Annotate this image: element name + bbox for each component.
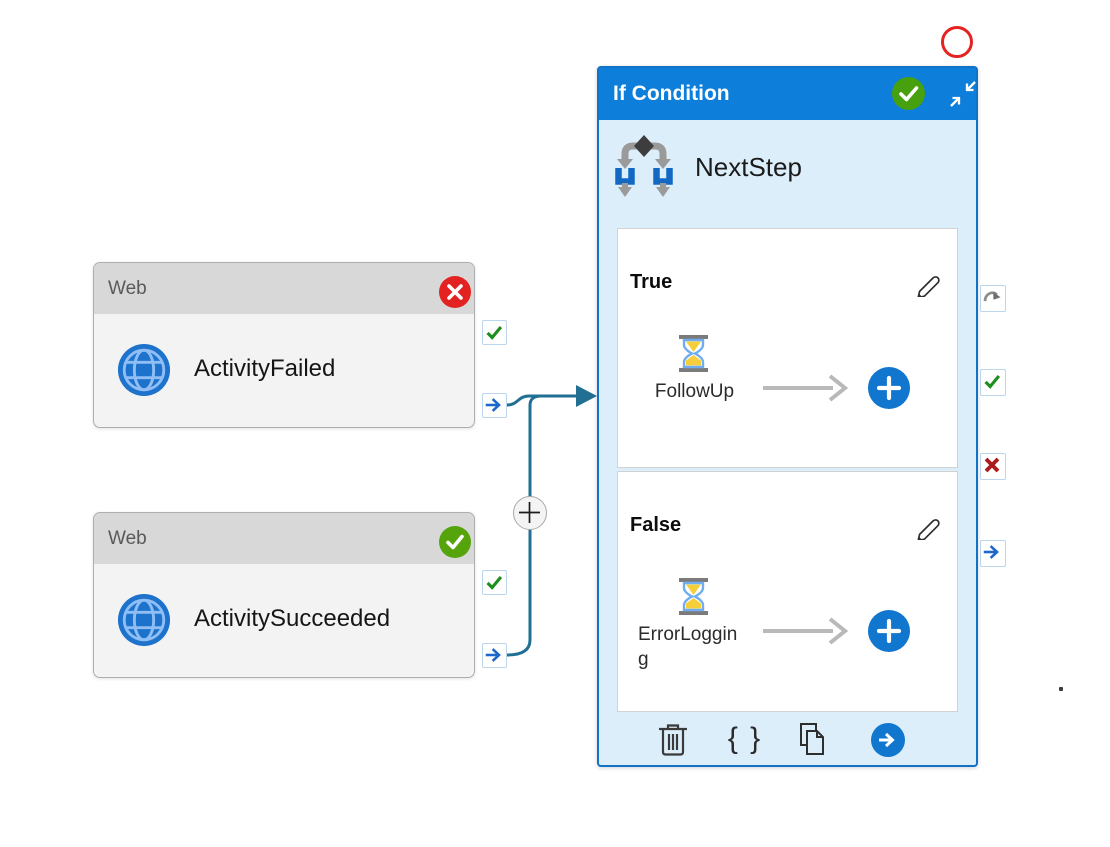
panel-title: If Condition (613, 82, 730, 105)
hourglass-icon[interactable] (677, 578, 710, 615)
output-port[interactable] (482, 393, 507, 418)
child-activity-name[interactable]: ErrorLogging (638, 624, 738, 670)
success-badge-icon (439, 526, 471, 558)
panel-header[interactable]: If Condition (599, 68, 976, 120)
connector-edge-failed[interactable] (506, 394, 577, 407)
delete-button[interactable] (656, 721, 690, 757)
collapse-icon[interactable] (949, 79, 977, 109)
flow-arrow-icon (763, 617, 849, 645)
fail-port[interactable] (980, 453, 1006, 480)
if-condition-panel[interactable]: If Condition (597, 66, 978, 767)
check-icon (486, 575, 503, 590)
web-activity-name: ActivityFailed (194, 355, 336, 382)
arrow-icon (485, 648, 501, 662)
web-activity-card[interactable]: Web ActivitySucceeded (93, 512, 475, 678)
globe-icon (117, 593, 171, 647)
check-icon (486, 325, 503, 340)
branch-card-true: True FollowUp (617, 228, 958, 468)
output-port[interactable] (482, 643, 507, 668)
branch-label: False (630, 514, 682, 536)
error-badge-icon (439, 276, 471, 308)
globe-icon (117, 343, 171, 397)
arrow-icon (485, 398, 501, 412)
success-port[interactable] (482, 320, 507, 345)
branch-label: True (630, 271, 673, 293)
web-activity-header (94, 263, 474, 314)
arrow-icon (983, 545, 999, 559)
branch-card-false: False ErrorLogging (617, 471, 958, 712)
annotation-circle (941, 26, 973, 58)
arrow-icon (879, 732, 895, 748)
check-icon (984, 374, 1001, 389)
add-activity-button[interactable] (868, 367, 910, 409)
plus-icon (876, 375, 902, 401)
web-activity-name: ActivitySucceeded (194, 605, 391, 632)
success-port[interactable] (482, 570, 507, 595)
web-activity-type: Web (108, 278, 147, 299)
activity-name: NextStep (695, 152, 802, 182)
success-badge-icon (892, 77, 925, 110)
braces-icon[interactable]: { } (727, 722, 763, 755)
skip-arrow-icon (983, 291, 1001, 302)
add-activity-button[interactable] (868, 610, 910, 652)
plus-icon (876, 618, 902, 644)
success-port[interactable] (980, 369, 1006, 396)
skip-port[interactable] (980, 285, 1006, 312)
artifact-dot (1059, 687, 1063, 691)
x-icon (984, 457, 1000, 473)
if-condition-icon (615, 135, 673, 197)
hourglass-icon[interactable] (677, 335, 710, 372)
navigate-button[interactable] (871, 723, 905, 757)
copy-button[interactable] (795, 721, 829, 757)
flow-arrow-icon (763, 374, 849, 402)
web-activity-header (94, 513, 474, 564)
pencil-icon[interactable] (914, 512, 942, 540)
add-connector-node[interactable] (513, 496, 547, 530)
web-activity-type: Web (108, 528, 147, 549)
plus-icon (519, 502, 540, 523)
pencil-icon[interactable] (914, 269, 942, 297)
child-activity-name[interactable]: FollowUp (654, 381, 735, 402)
connector-arrowhead (576, 385, 597, 407)
completion-port[interactable] (980, 540, 1006, 567)
web-activity-card[interactable]: Web ActivityFailed (93, 262, 475, 428)
